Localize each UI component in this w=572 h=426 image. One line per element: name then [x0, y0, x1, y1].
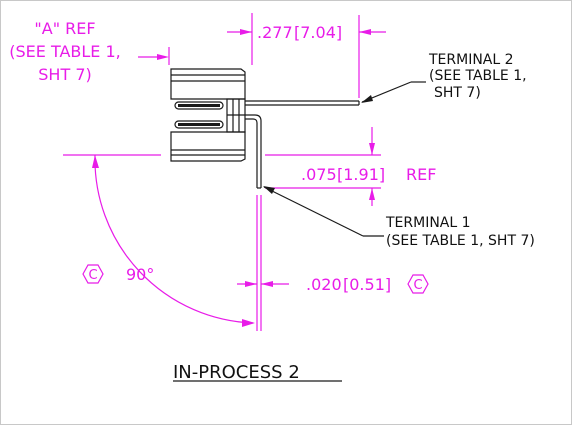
svg-text:TERMINAL 2: TERMINAL 2: [428, 52, 514, 68]
svg-text:.020: .020: [306, 275, 342, 294]
svg-text:(SEE TABLE 1, SHT 7): (SEE TABLE 1, SHT 7): [386, 233, 535, 249]
a-ref-label: "A" REF (SEE TABLE 1, SHT 7): [9, 19, 121, 84]
svg-text:[7.04]: [7.04]: [294, 23, 342, 42]
terminal-2-leader: [361, 81, 426, 103]
a-ref-leader: [138, 47, 170, 65]
terminal-2-label: TERMINAL 2 (SEE TABLE 1, SHT 7): [428, 52, 527, 101]
critical-dimension-symbol-right: C: [407, 274, 429, 294]
dim-020-label: .020 [0.51]: [306, 275, 391, 294]
terminal-1-leader: [263, 186, 384, 237]
terminal-2-lead: [245, 100, 360, 106]
svg-text:.277: .277: [257, 23, 293, 42]
view-caption-text: IN-PROCESS 2: [173, 362, 300, 383]
svg-text:[1.91]: [1.91]: [337, 165, 385, 184]
dimension-020: [237, 195, 289, 331]
svg-text:TERMINAL 1: TERMINAL 1: [385, 215, 471, 231]
critical-symbol-letter: C: [88, 268, 97, 283]
center-post: [226, 98, 246, 133]
svg-text:REF: REF: [406, 165, 436, 184]
svg-text:(SEE TABLE 1,: (SEE TABLE 1,: [429, 68, 527, 84]
pin-row-lower: [174, 120, 224, 129]
angle-90-dimension: [63, 154, 255, 327]
critical-dimension-symbol-left: C: [82, 264, 104, 284]
terminal-1-lead: [245, 114, 262, 189]
svg-text:.075: .075: [301, 165, 337, 184]
view-caption: IN-PROCESS 2: [173, 362, 342, 383]
pin-row-upper: [174, 101, 224, 110]
critical-symbol-letter: C: [413, 278, 422, 293]
svg-text:"A" REF: "A" REF: [34, 19, 95, 38]
svg-text:[0.51]: [0.51]: [343, 275, 391, 294]
svg-text:SHT 7): SHT 7): [434, 85, 481, 101]
dim-277-label: .277 [7.04]: [257, 23, 342, 42]
svg-text:(SEE TABLE 1,: (SEE TABLE 1,: [9, 42, 121, 61]
svg-text:SHT 7): SHT 7): [38, 65, 91, 84]
dim-075-label: .075 [1.91] REF: [301, 165, 436, 184]
dimension-277: [227, 13, 386, 98]
angle-label: 90°: [126, 265, 154, 284]
terminal-1-label: TERMINAL 1 (SEE TABLE 1, SHT 7): [385, 215, 535, 249]
dimension-075: [265, 127, 381, 206]
